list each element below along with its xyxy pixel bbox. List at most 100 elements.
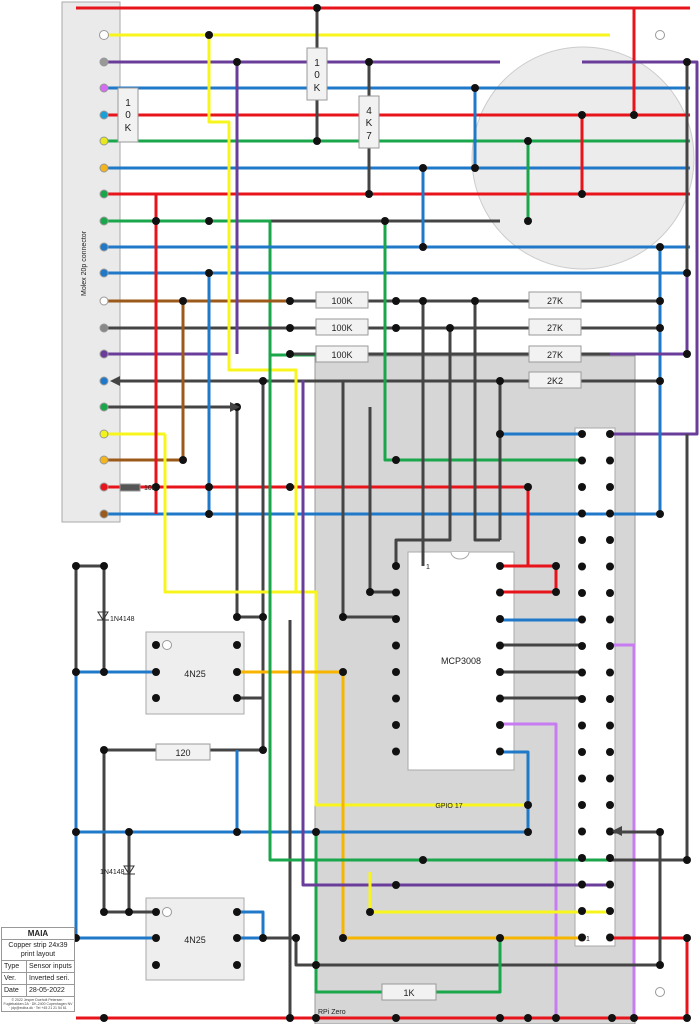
label-4k7-1: 4 (366, 106, 372, 117)
solder-dot (292, 934, 300, 942)
solder-dot (683, 856, 691, 864)
open-pad (162, 907, 172, 917)
solder-dot (606, 589, 614, 597)
label-gpio17: GPIO 17 (435, 803, 462, 810)
solder-dot (152, 641, 160, 649)
solder-dot (578, 615, 586, 624)
solder-dot (233, 961, 241, 969)
solder-dot (656, 828, 664, 836)
solder-dot (606, 854, 614, 862)
solder-dot (392, 721, 400, 729)
label-100k-2: 100K (331, 323, 352, 333)
solder-dot (152, 961, 160, 969)
solder-dot (606, 801, 614, 809)
solder-dot (471, 297, 479, 305)
solder-dot (578, 642, 586, 650)
solder-dot (630, 111, 638, 119)
solder-dot (578, 774, 586, 783)
solder-dot (312, 828, 320, 836)
title-block-subtitle: Copper strip 24x39 print layout (2, 940, 74, 961)
resistor-100k-1 (315, 291, 369, 309)
resistor-27k-2 (528, 318, 582, 336)
solder-dot (656, 324, 664, 332)
resistor-1k (381, 983, 437, 1001)
solder-dot (233, 641, 241, 649)
solder-dot (683, 269, 691, 277)
solder-dot (683, 58, 691, 66)
solder-dot (578, 695, 586, 703)
wire-gray (76, 564, 106, 672)
solder-dot (578, 668, 586, 677)
solder-dot (392, 1014, 400, 1022)
solder-dot (366, 908, 374, 916)
solder-dot (578, 483, 586, 491)
solder-dot (100, 746, 108, 754)
label-10k-a-2: 0 (314, 70, 320, 81)
label-1k: 1K (403, 988, 414, 998)
solder-dot (339, 934, 347, 942)
solder-dot (99, 296, 109, 306)
solder-dot (99, 189, 109, 199)
wire-green (314, 965, 382, 994)
solder-dot (656, 510, 664, 518)
solder-dot (392, 297, 400, 305)
resistor-100k-3 (315, 345, 369, 363)
title-block-footer: © 2022 Jesper Dueholt Petersen · Fugleba… (3, 998, 73, 1010)
solder-dot (656, 961, 664, 969)
solder-dot (496, 668, 504, 676)
solder-dot (286, 324, 294, 332)
solder-dot (286, 483, 294, 491)
solder-dot (313, 137, 321, 145)
solder-dot (606, 907, 614, 915)
solder-dot (152, 668, 160, 676)
solder-dot (578, 748, 586, 756)
solder-dot (233, 668, 241, 676)
solder-dot (606, 615, 614, 624)
wire-purple (610, 273, 689, 356)
solder-dot (608, 1014, 616, 1022)
solder-dot (99, 455, 109, 465)
solder-dot (683, 350, 691, 358)
solder-dot (339, 668, 347, 676)
solder-dot (606, 721, 614, 730)
wire-green (383, 221, 582, 462)
wire-green (436, 938, 502, 994)
solder-dot (100, 668, 108, 676)
solder-dot (524, 217, 532, 225)
solder-dot (125, 908, 133, 916)
solder-dot (233, 613, 241, 621)
solder-dot (179, 456, 187, 464)
connection-dots (72, 4, 691, 1022)
solder-dot (578, 880, 586, 889)
solder-dot (524, 1014, 532, 1022)
solder-dot (552, 588, 560, 596)
resistor-27k-3 (528, 345, 582, 363)
wire-gray (473, 301, 500, 542)
wire-gray (263, 936, 660, 967)
solder-dot (578, 827, 586, 836)
solder-dot (392, 747, 400, 756)
title-block: MAIA Copper strip 24x39 print layout Typ… (1, 927, 75, 1012)
solder-dot (683, 1014, 691, 1022)
resistor-10k-small (119, 483, 141, 492)
solder-dot (99, 242, 109, 252)
solder-dot (419, 243, 427, 251)
diode-1-symbol (97, 611, 109, 621)
wire-yellow (163, 434, 528, 807)
solder-dot (392, 456, 400, 464)
solder-dot (578, 721, 586, 730)
solder-dot (392, 641, 400, 650)
solder-dot (205, 483, 213, 491)
solder-dot (152, 483, 160, 491)
solder-dot (524, 137, 532, 145)
solder-dot (496, 377, 504, 385)
label-10k-a-3: K (314, 83, 321, 94)
label-120: 120 (175, 748, 190, 758)
solder-dot (99, 110, 109, 120)
arrow-left-icon (612, 826, 622, 836)
open-pad (655, 987, 665, 997)
solder-dot (152, 908, 160, 916)
solder-dot (606, 774, 614, 783)
solder-dot (630, 1014, 638, 1022)
solder-dot (392, 694, 400, 703)
